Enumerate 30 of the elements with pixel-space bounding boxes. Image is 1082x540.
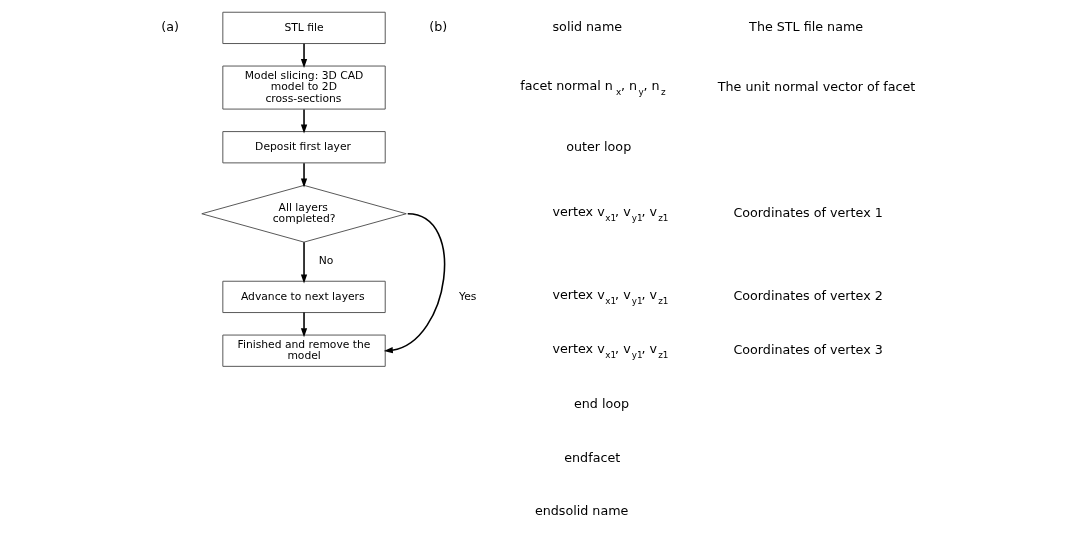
label: endsolid name [534, 503, 629, 519]
label: vertex v$_{x1}$, v$_{y1}$, v$_{z1}$ [552, 204, 669, 224]
arrow [383, 212, 446, 354]
label: outer loop [566, 138, 632, 154]
label: endfacet [564, 449, 621, 465]
arrow [300, 311, 308, 338]
arrow [300, 241, 308, 284]
label: The unit normal vector of facet [717, 78, 916, 94]
label: vertex v$_{x1}$, v$_{y1}$, v$_{z1}$ [552, 341, 669, 361]
node-box: Finished and remove the model [222, 334, 386, 367]
arrow [300, 42, 308, 69]
label: Coordinates of vertex 3 [733, 342, 883, 358]
edge-label: Yes [459, 289, 477, 303]
label: The STL file name [749, 19, 864, 35]
node-diamond: All layers completed? [201, 184, 407, 243]
arrow [300, 162, 308, 188]
label: end loop [574, 395, 630, 411]
label: solid name [552, 19, 623, 35]
label: (a) [161, 19, 179, 35]
arrow [300, 108, 308, 134]
label: Coordinates of vertex 2 [733, 288, 883, 304]
edge-label: No [318, 254, 334, 268]
node-box: Model slicing: 3D CAD model to 2D cross-sections [222, 65, 386, 110]
node-box: Deposit first layer [222, 131, 386, 164]
label: vertex v$_{x1}$, v$_{y1}$, v$_{z1}$ [552, 287, 669, 307]
label: (b) [429, 19, 448, 35]
label: Coordinates of vertex 1 [733, 205, 883, 221]
node-box: Advance to next layers [222, 280, 386, 314]
label: facet normal n$_{x}$, n$_{y}$, n$_{z}$ [520, 77, 666, 97]
node-box: STL file [222, 11, 386, 45]
